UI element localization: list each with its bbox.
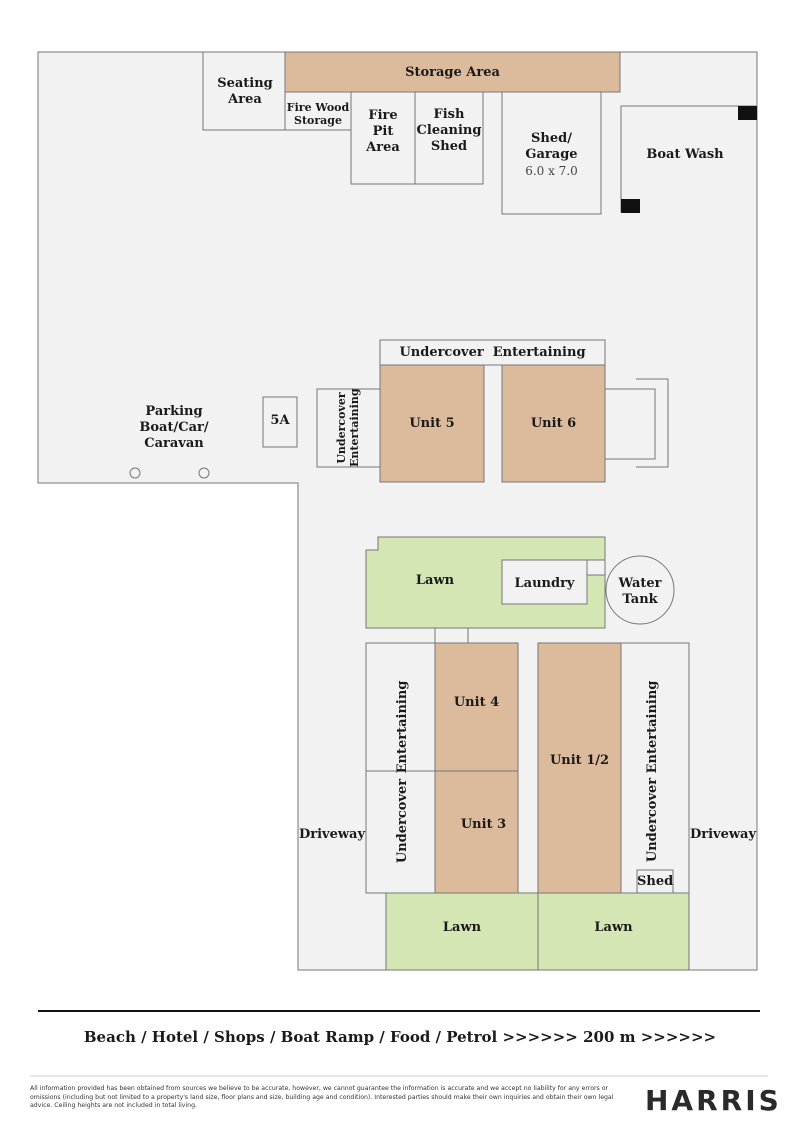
unit-3-label: Unit 3	[460, 817, 507, 832]
parking-label: Parking Boat/Car/ Caravan	[120, 404, 228, 452]
fish-line: Shed	[430, 139, 468, 154]
distance-route-note: Beach / Hotel / Shops / Boat Ramp / Food…	[83, 1028, 717, 1046]
water-tank-label: Water Tank	[606, 576, 674, 608]
fish-line: Fish	[433, 107, 465, 122]
shed-label: Shed	[637, 874, 674, 889]
uc-side-line: Undercover	[335, 392, 348, 464]
shed-garage-label: Shed/ Garage 6.0 x 7.0	[502, 131, 601, 179]
laundry-label: Laundry	[514, 576, 575, 591]
shed-garage-dimensions: 6.0 x 7.0	[525, 164, 578, 178]
unit-6-rail	[636, 378, 669, 468]
fire-wood-line: Storage	[294, 114, 342, 127]
boat-wash-post	[621, 199, 640, 213]
undercover-entertaining-side-zone	[316, 388, 381, 468]
uc-side-line: Entertaining	[348, 388, 361, 467]
fish-line: Cleaning	[416, 123, 482, 138]
unit-3-zone	[434, 770, 519, 894]
undercover-entertaining-top-label: Undercover Entertaining	[399, 345, 586, 360]
lawn-south-west-label: Lawn	[442, 920, 482, 935]
seating-label-line: Area	[228, 92, 262, 107]
unit-4-zone	[434, 642, 519, 772]
lawn-south-east-zone	[537, 892, 690, 971]
fire-pit-line: Area	[366, 140, 400, 155]
driveway-left-label: Driveway	[298, 827, 366, 842]
undercover-left-zone	[365, 642, 436, 894]
seating-area-label: Seating Area	[205, 76, 285, 108]
unit-4-label: Unit 4	[453, 695, 500, 710]
fish-cleaning-shed-label: Fish Cleaning Shed	[415, 107, 483, 155]
parking-line: Parking	[145, 404, 203, 419]
walkway	[434, 627, 469, 644]
harris-logo: HARRIS	[645, 1084, 782, 1117]
boat-wash-post	[738, 106, 757, 120]
water-tank-line: Water	[618, 576, 662, 591]
fire-pit-zone	[350, 91, 416, 185]
unit-5a-label: 5A	[270, 413, 290, 428]
parking-marker	[198, 467, 210, 479]
parking-marker	[129, 467, 141, 479]
laundry-zone	[501, 559, 588, 605]
lawn-north-label: Lawn	[415, 573, 455, 588]
seating-label-line: Seating	[217, 76, 273, 91]
undercover-right-zone	[620, 642, 690, 894]
fire-wood-line: Fire Wood	[286, 101, 350, 114]
fire-pit-label: Fire Pit Area	[351, 108, 415, 156]
undercover-entertaining-top-zone	[379, 339, 606, 366]
unit-1-2-zone	[537, 642, 622, 894]
storage-area-zone	[284, 51, 621, 93]
seating-area-zone	[202, 51, 286, 131]
undercover-left-label: Undercover	[395, 778, 410, 864]
unit-5a-zone	[262, 396, 298, 448]
lawn-south-west-zone	[385, 892, 539, 971]
unit-6-zone	[501, 364, 606, 483]
shed-garage-line: Garage	[525, 147, 578, 162]
unit-6-deck	[604, 388, 656, 460]
unit-1-2-label: Unit 1/2	[549, 753, 610, 768]
unit-5-label: Unit 5	[409, 416, 455, 431]
water-tank-line: Tank	[622, 592, 658, 607]
undercover-right-label: Undercover	[645, 777, 660, 863]
fire-wood-storage-zone	[284, 91, 352, 131]
fish-cleaning-shed-zone	[414, 91, 484, 185]
driveway-right-label: Driveway	[689, 827, 757, 842]
fire-wood-storage-label: Fire Wood Storage	[285, 101, 351, 127]
undercover-entertaining-side-label: Undercover Entertaining	[335, 388, 361, 467]
parking-line: Caravan	[144, 436, 204, 451]
unit-6-label: Unit 6	[530, 416, 577, 431]
shed-garage-line: Shed/	[531, 131, 572, 146]
fire-pit-line: Pit	[372, 124, 394, 139]
boat-wash-zone	[620, 105, 757, 212]
unit-5-zone	[379, 364, 485, 483]
legal-disclaimer: All information provided has been obtain…	[30, 1085, 614, 1109]
parking-line: Boat/Car/	[139, 420, 209, 435]
laundry-annex	[586, 559, 606, 576]
shed-garage-zone	[501, 91, 602, 215]
boat-wash-label: Boat Wash	[646, 147, 724, 162]
water-tank-zone	[605, 555, 675, 625]
fire-pit-line: Fire	[368, 108, 398, 123]
storage-area-label: Storage Area	[405, 65, 500, 80]
lawn-south-east-label: Lawn	[594, 920, 633, 935]
